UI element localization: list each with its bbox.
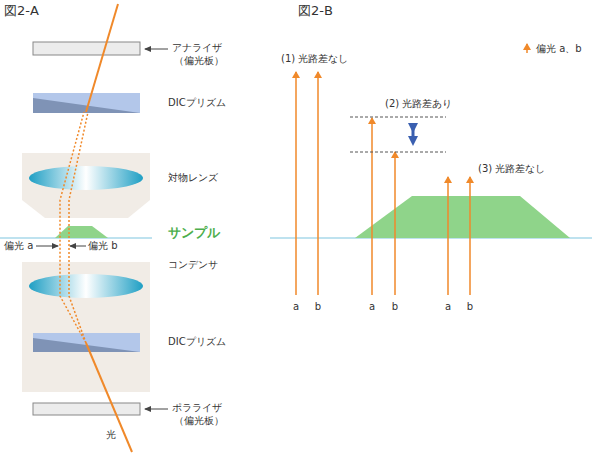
ray-name: b xyxy=(467,301,473,313)
part-name: ポラライザ xyxy=(172,402,222,414)
objective-housing xyxy=(22,153,150,218)
ray-name: b xyxy=(392,301,398,313)
figure-title: 図2-A xyxy=(4,4,39,19)
part-name: 対物レンズ xyxy=(168,172,218,184)
case-label: (3) 光路差なし xyxy=(478,163,545,175)
objective-lens xyxy=(29,166,143,190)
figure-title: 図2-B xyxy=(298,4,333,19)
case-label: (1) 光路差なし xyxy=(281,53,348,65)
part-name: （偏光板） xyxy=(174,55,224,67)
part-name: アナライザ xyxy=(172,42,222,54)
polarizer xyxy=(33,403,140,415)
part-name: サンプル xyxy=(168,226,220,241)
polarized-rays xyxy=(296,72,470,295)
ray-name: b xyxy=(315,301,321,313)
condenser-housing xyxy=(22,262,150,392)
sample-b xyxy=(355,196,570,238)
sample xyxy=(55,226,108,238)
ray-name: 偏光 a xyxy=(4,240,33,252)
ray-name: a xyxy=(445,301,451,313)
part-name: DICプリズム xyxy=(168,336,226,348)
ray-name: 偏光 b xyxy=(88,240,118,252)
ray-name: a xyxy=(293,301,299,313)
part-name: DICプリズム xyxy=(168,97,226,109)
part-name: コンデンサ xyxy=(168,259,218,271)
legend-arrow xyxy=(526,44,528,53)
part-name: （偏光板） xyxy=(174,415,224,427)
ray-name: 光 xyxy=(106,429,116,441)
ray-name: a xyxy=(369,301,375,313)
legend-text: 偏光 a、b xyxy=(536,43,582,55)
case-label: (2) 光路差あり xyxy=(385,98,452,110)
analyzer xyxy=(33,42,140,55)
condenser-lens xyxy=(29,274,143,298)
